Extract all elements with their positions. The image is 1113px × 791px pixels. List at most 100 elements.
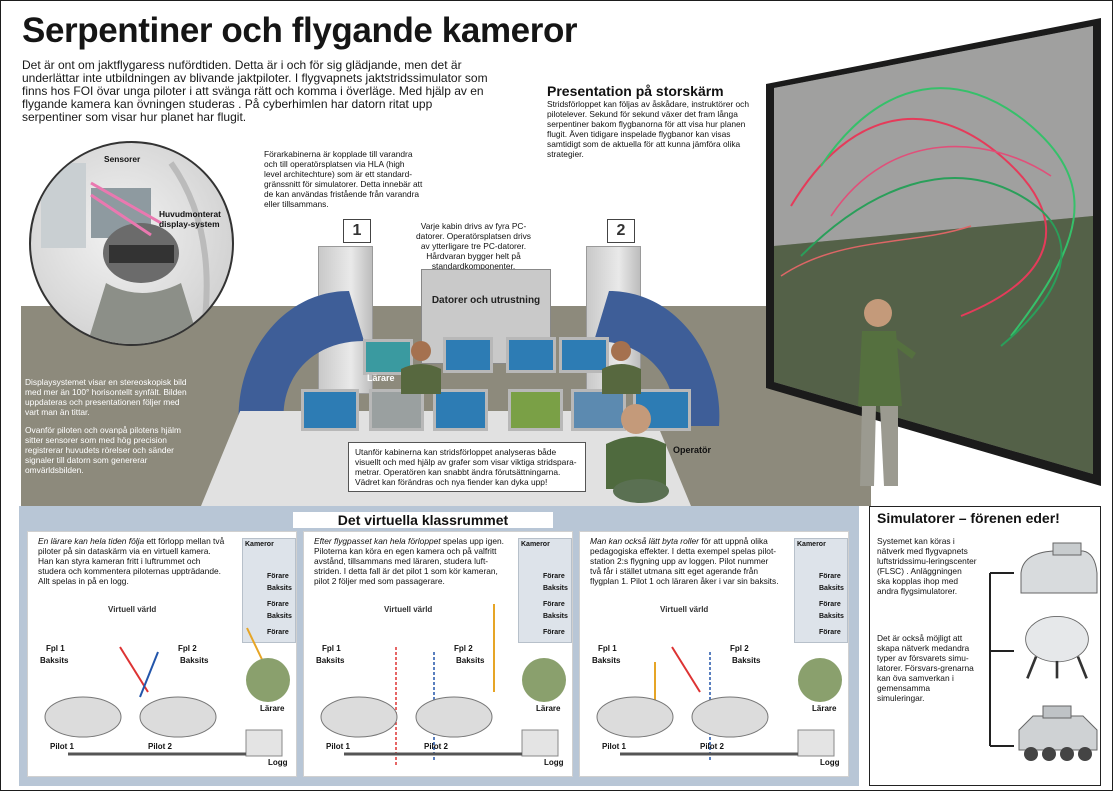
- simulators-title: Simulatorer – förenen eder!: [877, 510, 1060, 526]
- baksits-label: Baksits: [180, 656, 209, 665]
- classroom-panel-2: Efter flygpasset kan hela förloppet spel…: [303, 531, 573, 777]
- forare-label: Förare: [819, 601, 841, 608]
- logg-label: Logg: [268, 758, 288, 767]
- instructor-figure: [602, 341, 641, 394]
- virtual-world-cloud: [40, 602, 235, 662]
- cabin-number-2: 2: [607, 219, 635, 243]
- forare-label: Förare: [267, 601, 289, 608]
- logg-label: Logg: [544, 758, 564, 767]
- forare-label: Förare: [267, 573, 289, 580]
- monitor-8: [508, 389, 563, 431]
- monitor-5: [301, 389, 359, 431]
- virtual-world-label: Virtuell värld: [660, 605, 709, 614]
- intro-text: Det är ont om jaktflygaress nufördtiden.…: [22, 58, 488, 124]
- display-text-1: Displaysystemet visar en stereoskopisk b…: [25, 377, 187, 417]
- presentation-screen: [766, 18, 1101, 486]
- camera-legend-2: Kameror Förare Baksits Förare Baksits Fö…: [518, 538, 572, 643]
- pilot2-label: Pilot 2: [148, 742, 173, 751]
- fp1-label: Fpl 1: [598, 644, 617, 653]
- baksits-label: Baksits: [543, 613, 568, 620]
- baksits-label: Baksits: [543, 585, 568, 592]
- flight-simulator-icon: [1020, 542, 1098, 594]
- larare-label: Lärare: [812, 704, 837, 713]
- simulators-text-2: Det är också möjligt att skapa nätverk m…: [877, 633, 974, 703]
- viewer-figure: [858, 299, 916, 486]
- virtual-world-cloud: [316, 602, 511, 662]
- fp2-label: Fpl 2: [178, 644, 197, 653]
- monitor-6: [369, 389, 424, 431]
- pilot1-label: Pilot 1: [50, 742, 75, 751]
- display-text-2: Ovanför piloten och ovanpå pilotens hjäl…: [25, 425, 181, 475]
- monitor-9: [571, 389, 626, 431]
- larare-label: Lärare: [367, 373, 395, 383]
- pilot1-label: Pilot 1: [326, 742, 351, 751]
- kameror-label: Kameror: [521, 541, 550, 548]
- panel-2-diagram: [320, 604, 566, 767]
- server-label: Datorer och utrustning: [431, 295, 541, 306]
- virtual-world-label: Virtuell värld: [108, 605, 157, 614]
- camera-legend-3: Kameror Förare Baksits Förare Baksits Fö…: [794, 538, 848, 643]
- virtual-world-cloud: [592, 602, 787, 662]
- baksits-label: Baksits: [819, 585, 844, 592]
- vehicle-simulator-icon: [1018, 705, 1098, 761]
- classroom-panel-3: Man kan också lätt byta roller för att u…: [579, 531, 849, 777]
- baksits-label: Baksits: [267, 585, 292, 592]
- monitor-4: [559, 337, 609, 373]
- forare-label: Förare: [267, 629, 289, 636]
- larare-label: Lärare: [260, 704, 285, 713]
- monitor-3: [506, 337, 556, 373]
- presentation-text: Stridsförloppet kan följas av åskådare, …: [547, 99, 750, 159]
- cabin-number-1: 1: [343, 219, 371, 243]
- panel-1-diagram: [44, 627, 290, 757]
- fp1-label: Fpl 1: [322, 644, 341, 653]
- baksits-label: Baksits: [40, 656, 69, 665]
- simulators-text-1: Systemet kan köras i nätverk med flygvap…: [877, 536, 977, 596]
- forare-label: Förare: [819, 573, 841, 580]
- forare-label: Förare: [543, 629, 565, 636]
- presentation-title: Presentation på storskärm: [547, 83, 724, 99]
- baksits-label: Baksits: [316, 656, 345, 665]
- baksits-label: Baksits: [819, 613, 844, 620]
- analysis-callout: Utanför kabinerna kan stridsförloppet an…: [348, 442, 586, 492]
- hla-text: Förarkabinerna är kopplade till varandra…: [264, 149, 423, 209]
- fp2-label: Fpl 2: [730, 644, 749, 653]
- pilot1-label: Pilot 1: [602, 742, 627, 751]
- panel-2-text: Efter flygpasset kan hela förloppet spel…: [314, 536, 504, 586]
- sensorer-label: Sensorer: [104, 154, 141, 164]
- pc-text: Varje kabin drivs av fyra PC-datorer. Op…: [416, 221, 531, 271]
- pilot2-label: Pilot 2: [424, 742, 449, 751]
- forare-label: Förare: [819, 629, 841, 636]
- pilot-helmet-illustration: [41, 161, 210, 344]
- simulators-connector: [989, 572, 1014, 747]
- baksits-label: Baksits: [592, 656, 621, 665]
- dome-simulator-icon: [1025, 616, 1089, 679]
- teacher-figure: [401, 341, 441, 394]
- operator-label: Operatör: [673, 445, 712, 455]
- fp1-label: Fpl 1: [46, 644, 65, 653]
- page-title: Serpentiner och flygande kameror: [22, 11, 578, 50]
- monitor-2: [443, 337, 493, 373]
- larare-label: Lärare: [536, 704, 561, 713]
- kameror-label: Kameror: [797, 541, 826, 548]
- kameror-label: Kameror: [245, 541, 274, 548]
- virtual-world-label: Virtuell värld: [384, 605, 433, 614]
- panel-1-text: En lärare kan hela tiden följa ett förlo…: [38, 536, 225, 586]
- baksits-label: Baksits: [267, 613, 292, 620]
- baksits-label: Baksits: [456, 656, 485, 665]
- forare-label: Förare: [543, 601, 565, 608]
- panel-3-text: Man kan också lätt byta roller för att u…: [590, 536, 779, 586]
- fp2-label: Fpl 2: [454, 644, 473, 653]
- helmet-detail-circle: [29, 141, 234, 346]
- monitor-7: [433, 389, 488, 431]
- logg-label: Logg: [820, 758, 840, 767]
- panel-3-diagram: [596, 646, 842, 760]
- virtual-classroom-title: Det virtuella klassrummet: [293, 512, 553, 528]
- operator-figure: [606, 404, 669, 503]
- forare-label: Förare: [543, 573, 565, 580]
- classroom-panel-1: En lärare kan hela tiden följa ett förlo…: [27, 531, 297, 777]
- baksits-label: Baksits: [732, 656, 761, 665]
- camera-legend-1: Kameror Förare Baksits Förare Baksits Fö…: [242, 538, 296, 643]
- hmd-label: Huvudmonterat display-system: [159, 209, 221, 229]
- pilot2-label: Pilot 2: [700, 742, 725, 751]
